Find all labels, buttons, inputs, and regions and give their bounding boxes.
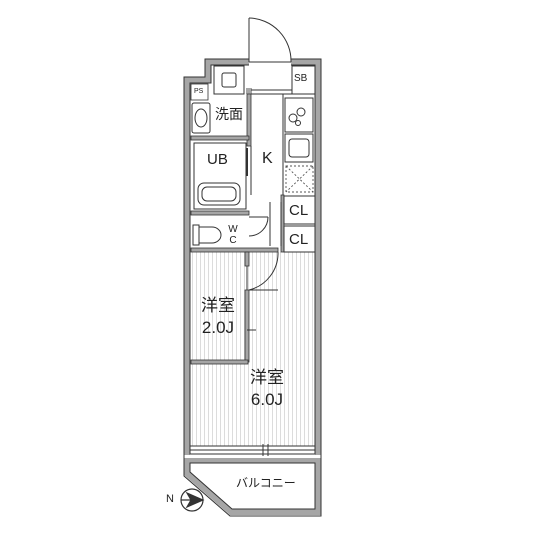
western-room-small-name: 洋室: [201, 296, 235, 315]
pipe-space: [190, 83, 209, 101]
western-room-door: [248, 251, 279, 291]
balcony-window: [189, 444, 316, 456]
western-room-small-size: 2.0J: [201, 318, 235, 337]
western-room-large-name: 洋室: [250, 368, 284, 387]
ps-label: PS: [194, 88, 204, 95]
entrance-door: [248, 17, 292, 63]
shoe-box-label: SB: [294, 73, 308, 84]
wash-basin: [191, 102, 211, 134]
closet-upper-label: CL: [289, 202, 309, 219]
unit-bath-label: UB: [207, 151, 228, 168]
balcony-label: バルコニー: [236, 476, 296, 490]
balcony: [183, 458, 322, 517]
wc-label-c: C: [229, 235, 237, 246]
washroom-label: 洗面: [215, 106, 243, 122]
kitchen-stove: [284, 133, 314, 163]
kitchen-sink: [284, 97, 314, 133]
closets: [283, 195, 316, 253]
wc-label-w: W: [228, 224, 238, 235]
compass-north-label: N: [166, 493, 174, 505]
closet-lower-label: CL: [289, 231, 309, 248]
toilet: [192, 224, 222, 246]
compass: [180, 488, 205, 512]
interior-walls: [190, 93, 285, 365]
refrigerator-space: [285, 165, 314, 193]
outer-walls: [184, 59, 321, 455]
shoe-box: [291, 65, 316, 95]
kitchen-label: K: [262, 150, 273, 167]
western-room-large-floor: [191, 252, 315, 450]
western-room-large-size: 6.0J: [250, 390, 284, 409]
washing-machine-space: [213, 65, 245, 95]
